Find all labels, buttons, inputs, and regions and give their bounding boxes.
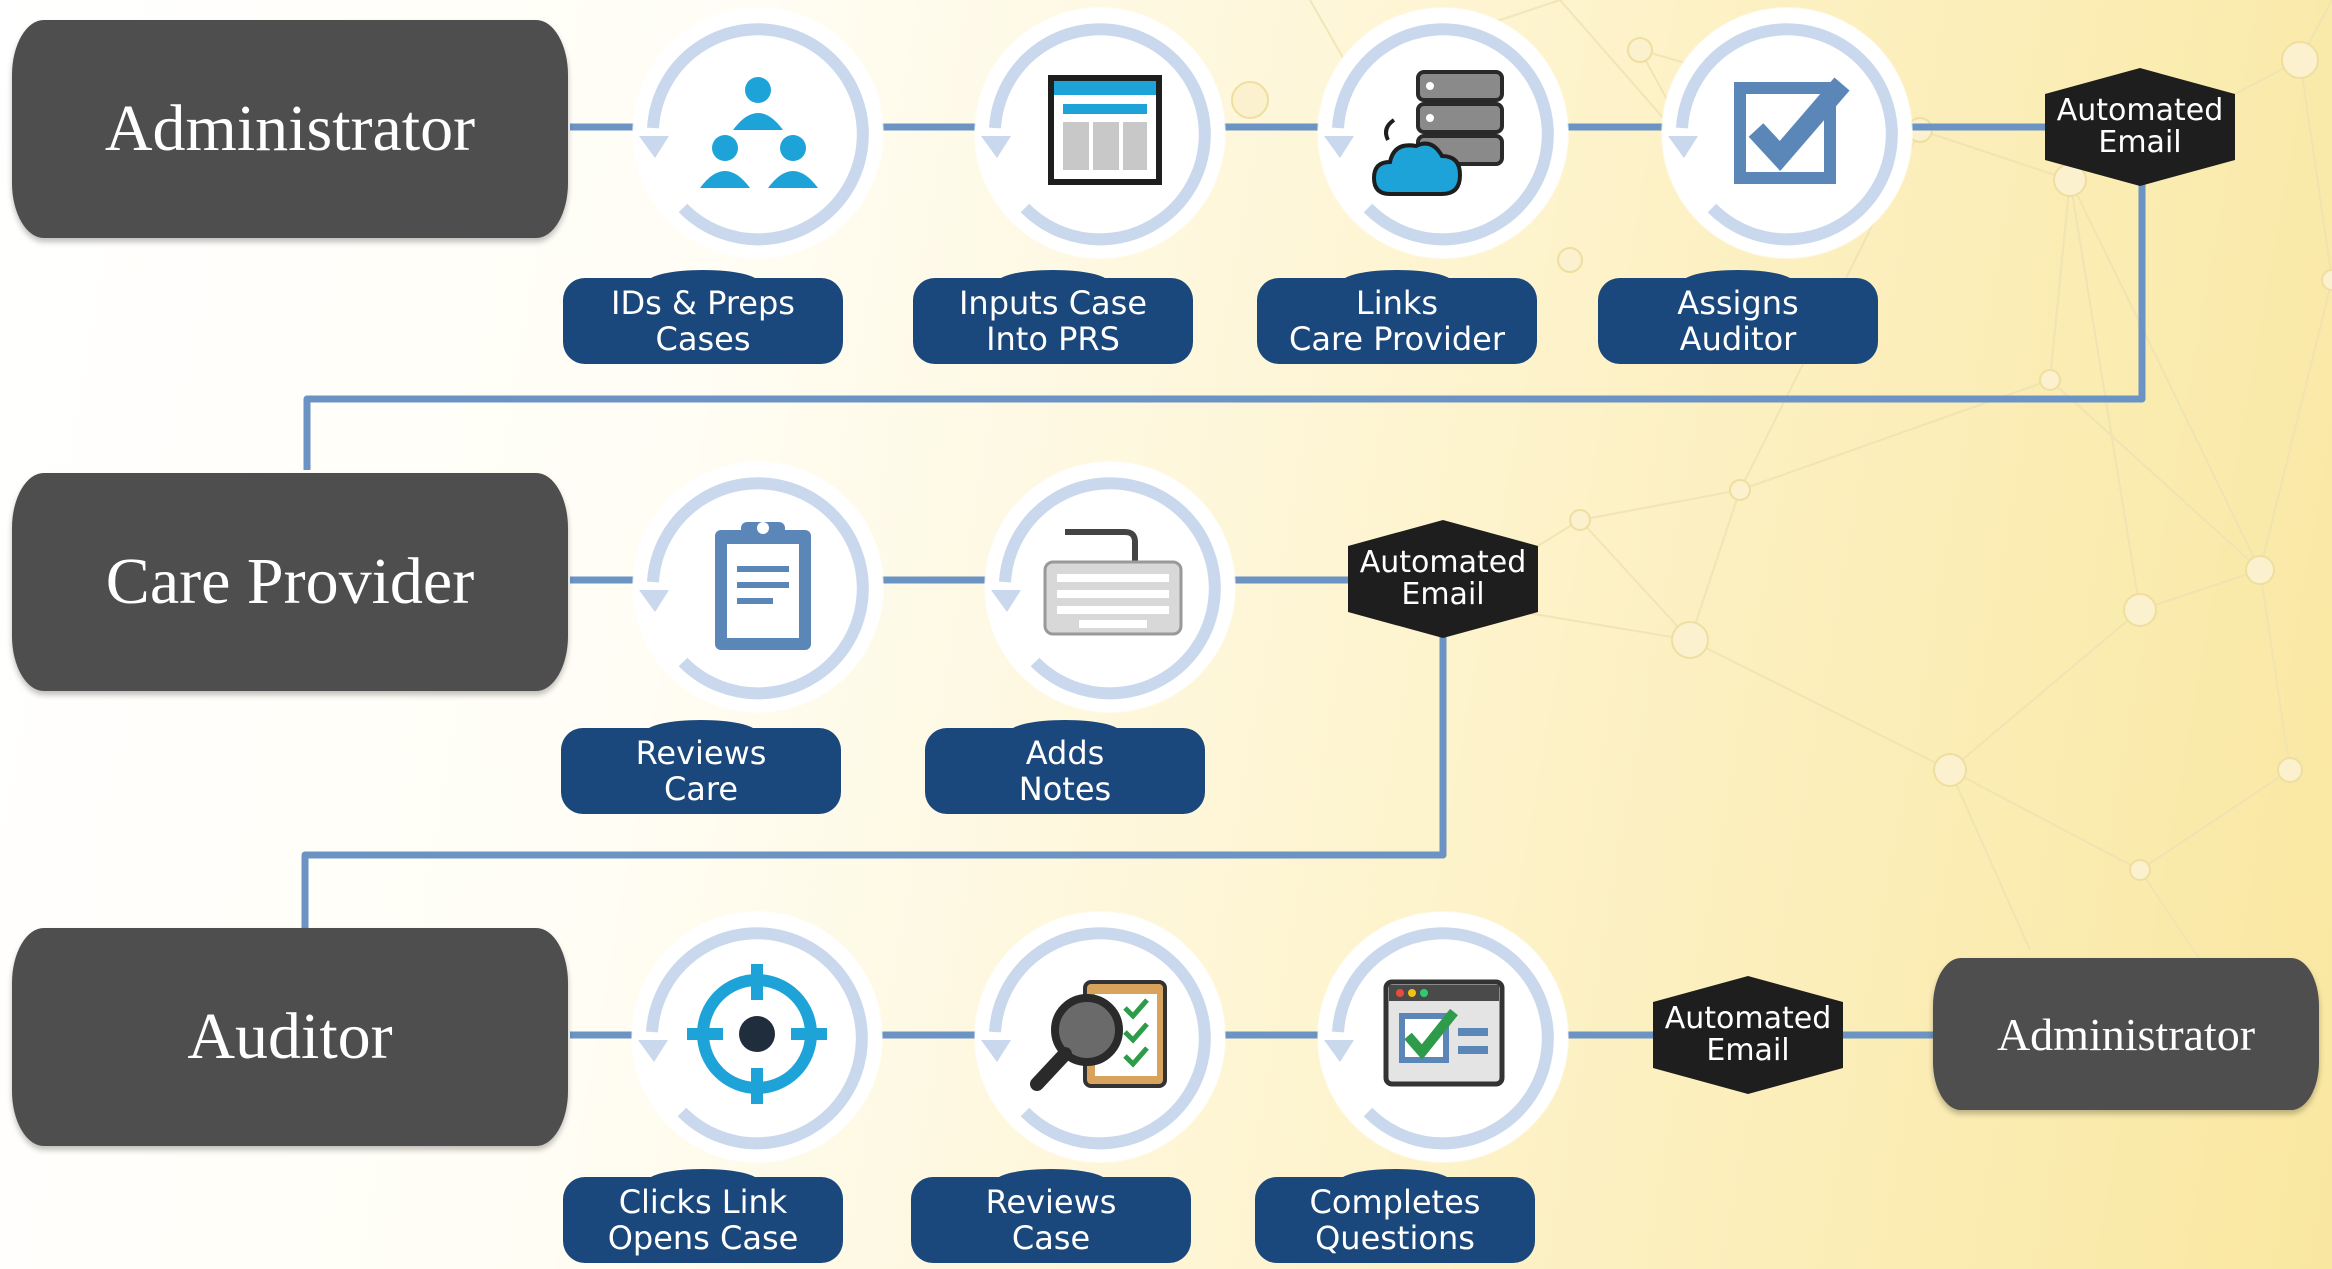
- step-label-ids-preps: IDs & Preps Cases: [563, 270, 843, 364]
- step-circle-assigns-auditor: [1662, 8, 1912, 258]
- actor-care-provider: Care Provider: [12, 473, 568, 691]
- browser-form-icon: [1048, 75, 1162, 185]
- checkbox-checked-icon: [1734, 77, 1850, 184]
- step-label-clicks-link: Clicks Link Opens Case: [563, 1169, 843, 1263]
- actor-label: Administrator: [1996, 1008, 2256, 1060]
- step-circle-reviews-case: [975, 912, 1225, 1162]
- magnifier-checklist-icon: [1030, 980, 1167, 1091]
- actor-label: Care Provider: [105, 545, 475, 618]
- step-label-assigns-auditor: Assigns Auditor: [1598, 270, 1878, 364]
- automated-email-badge-1: Automated Email: [2045, 68, 2235, 186]
- step-circle-completes-questions: [1318, 912, 1568, 1162]
- step-label-reviews-care: Reviews Care: [561, 720, 841, 814]
- step-circle-ids-preps: [633, 8, 883, 258]
- step-label-completes-questions: Completes Questions: [1255, 1169, 1535, 1263]
- step-circle-adds-notes: [985, 462, 1235, 712]
- automated-email-badge-2: Automated Email: [1348, 520, 1538, 638]
- step-circle-reviews-care: [633, 462, 883, 712]
- server-cloud-icon: [1371, 70, 1504, 196]
- window-checklist-icon: [1383, 979, 1505, 1087]
- step-label-reviews-case: Reviews Case: [911, 1169, 1191, 1263]
- actor-administrator-end: Administrator: [1933, 958, 2319, 1110]
- step-label-inputs-case: Inputs Case Into PRS: [913, 270, 1193, 364]
- step-circle-inputs-case: [975, 8, 1225, 258]
- actor-label: Administrator: [104, 92, 476, 165]
- crosshair-target-icon: [687, 964, 827, 1104]
- actor-auditor: Auditor: [12, 928, 568, 1146]
- clipboard-icon: [715, 522, 811, 650]
- actor-administrator: Administrator: [12, 20, 568, 238]
- actor-label: Auditor: [187, 1000, 393, 1073]
- step-label-links-provider: Links Care Provider: [1257, 270, 1537, 364]
- team-hierarchy-icon: [700, 77, 818, 188]
- keyboard-icon: [1043, 529, 1183, 636]
- step-label-adds-notes: Adds Notes: [925, 720, 1205, 814]
- step-circle-clicks-link: [632, 912, 882, 1162]
- step-circle-links-provider: [1318, 8, 1568, 258]
- automated-email-badge-3: Automated Email: [1653, 976, 1843, 1094]
